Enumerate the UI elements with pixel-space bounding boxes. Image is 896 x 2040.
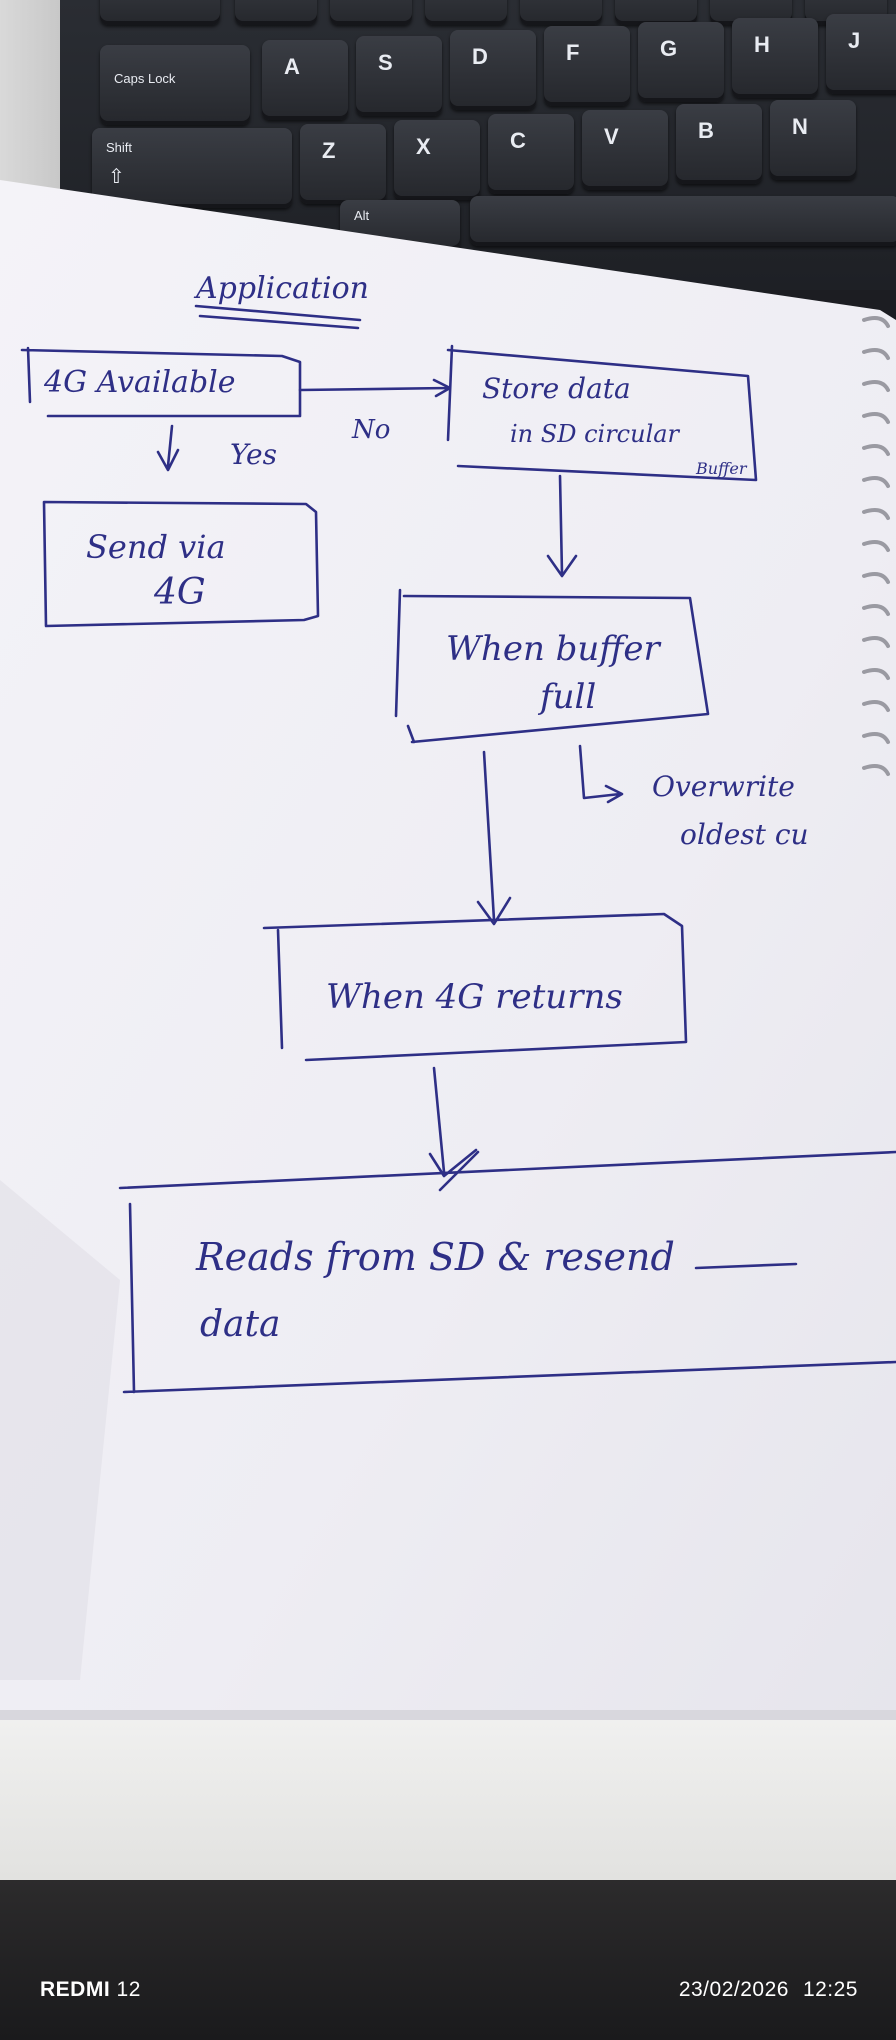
key-label: H <box>754 32 770 57</box>
key-caps-lock: Caps Lock <box>100 45 250 125</box>
caps-lock-label: Caps Lock <box>114 71 176 86</box>
keyboard: Caps Lock A S D F G H J Shift ⇧ Z X C V … <box>0 0 896 300</box>
key-g: G <box>638 22 724 102</box>
key-label: Z <box>322 138 336 163</box>
key-d: D <box>450 30 536 110</box>
key-v: V <box>582 110 668 190</box>
key-top-3 <box>425 0 507 25</box>
page-shadow-left <box>0 1180 120 1680</box>
key-top-1 <box>235 0 317 25</box>
box-store-data <box>446 344 758 482</box>
label-yes: Yes <box>230 438 277 471</box>
paper-sheet <box>0 180 896 1720</box>
alt-label: Alt <box>354 208 370 223</box>
store-line-2: in SD circular <box>510 420 681 448</box>
key-z: Z <box>300 124 386 204</box>
box-4g-returns <box>262 912 688 1062</box>
shift-label: Shift <box>106 140 133 155</box>
buffer-line-2: full <box>537 677 596 717</box>
key-label: X <box>416 134 431 159</box>
title-application: Application <box>193 271 369 306</box>
title-underline <box>194 304 362 330</box>
device-brand: REDMI <box>40 1978 111 2001</box>
key-label: V <box>604 124 619 149</box>
key-label: C <box>510 128 526 153</box>
arrow-overwrite <box>578 744 624 804</box>
photo-date: 23/02/2026 <box>678 1978 789 2001</box>
spiral-binding <box>862 316 890 776</box>
key-j: J <box>826 14 896 94</box>
arrow-yes <box>156 424 180 472</box>
key-c: C <box>488 114 574 194</box>
camera-watermark-timestamp: 23/02/2026 12:25 <box>679 1978 858 2002</box>
box-send-4g <box>42 500 320 628</box>
key-top-5 <box>615 0 697 25</box>
store-line-3: Buffer <box>695 459 748 478</box>
dark-background <box>0 1880 896 2040</box>
resend-underline <box>694 1262 798 1270</box>
send-line-1: Send via <box>86 528 226 566</box>
notebook-page: Application 4G Available No Yes Send via… <box>0 180 896 1720</box>
key-f: F <box>544 26 630 106</box>
store-line-1: Store data <box>482 372 631 405</box>
key-s: S <box>356 36 442 116</box>
key-label: N <box>792 114 808 139</box>
key-label: A <box>284 54 300 79</box>
arrow-store-to-buffer <box>546 474 578 578</box>
key-a: A <box>262 40 348 120</box>
key-n: N <box>770 100 856 180</box>
shift-arrow-icon: ⇧ <box>108 166 125 188</box>
page-bottom-edge <box>0 1710 896 1720</box>
key-top-4 <box>520 0 602 25</box>
reads-line-2: data <box>200 1304 280 1345</box>
key-shift: Shift ⇧ <box>92 128 292 208</box>
key-top-2 <box>330 0 412 25</box>
box-4g-available <box>20 346 302 418</box>
buffer-line-1: When buffer <box>446 629 662 669</box>
key-label: F <box>566 40 580 65</box>
desk-surface <box>0 1720 896 1880</box>
reads-line-1: Reads from SD & resend <box>195 1235 675 1279</box>
key-b: B <box>676 104 762 184</box>
key-x: X <box>394 120 480 200</box>
return-label: When 4G returns <box>326 977 623 1017</box>
key-tab <box>100 0 220 25</box>
label-no: No <box>351 415 390 445</box>
label-4g-available: 4G Available <box>43 365 236 400</box>
camera-watermark-device: REDMI 12 <box>40 1978 141 2002</box>
key-label: J <box>848 28 861 53</box>
box-buffer-full <box>394 588 710 744</box>
box-reads-from-sd <box>118 1150 896 1394</box>
arrow-buffer-to-return <box>476 750 512 926</box>
key-label: S <box>378 50 393 75</box>
key-h: H <box>732 18 818 98</box>
key-label: B <box>698 118 714 143</box>
overwrite-line-2: oldest cu <box>680 818 809 851</box>
overwrite-line-1: Overwrite <box>652 770 795 803</box>
key-space <box>470 196 896 246</box>
send-line-2: 4G <box>153 572 206 613</box>
photo-time: 12:25 <box>802 1978 858 2001</box>
key-label: D <box>472 44 488 69</box>
device-model: 12 <box>116 1978 141 2001</box>
key-label: G <box>660 36 678 61</box>
